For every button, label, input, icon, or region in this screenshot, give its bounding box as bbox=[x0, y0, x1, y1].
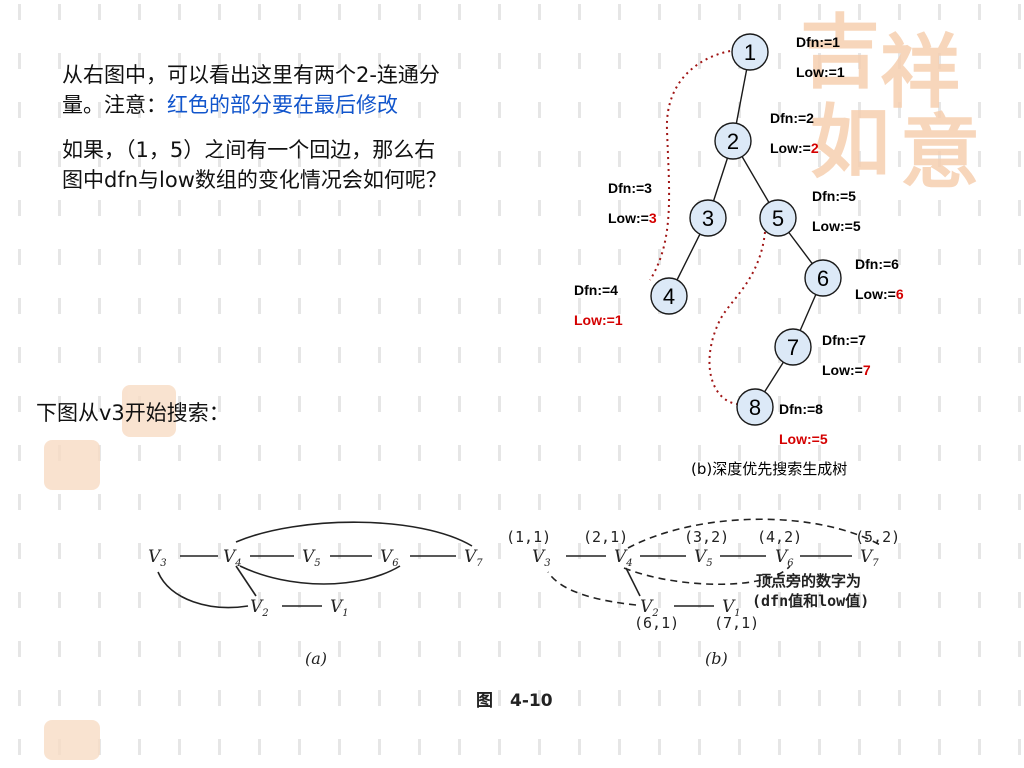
tree-node-number-6: 6 bbox=[817, 266, 829, 291]
note-line-1: 顶点旁的数字为 bbox=[756, 572, 861, 590]
svg-text:意: 意 bbox=[900, 105, 980, 199]
tree-node-5 bbox=[759, 199, 797, 237]
tree-node-number-5: 5 bbox=[772, 206, 784, 231]
dfn-label-5: Dfn:=5 bbox=[812, 188, 856, 204]
figure-a-edges bbox=[157, 521, 473, 609]
watermark-small bbox=[44, 385, 176, 760]
low-label-1: Low:=1 bbox=[796, 64, 845, 80]
tree-node-2 bbox=[714, 122, 752, 160]
pair-v5: (3,2) bbox=[684, 528, 729, 546]
tree-node-1 bbox=[731, 33, 769, 71]
tree-node-8 bbox=[736, 388, 774, 426]
svg-text:如: 如 bbox=[810, 95, 890, 189]
a-node-v6: V6 bbox=[380, 547, 399, 569]
figure-b-back-edges bbox=[547, 518, 883, 606]
svg-text:祥: 祥 bbox=[880, 25, 960, 119]
intro-paragraph-1: 从右图中，可以看出这里有两个2-连通分 量。注意：红色的部分要在最后修改 bbox=[62, 60, 532, 120]
a-node-v5: V5 bbox=[302, 547, 321, 569]
a-node-v2: V2 bbox=[250, 597, 269, 619]
low-label-4: Low:=1 bbox=[574, 312, 623, 328]
b-node-v1: V1 bbox=[722, 597, 741, 619]
tree-node-7 bbox=[774, 328, 812, 366]
para2-line-1: 如果，（1，5）之间有一个回边，那么右 bbox=[62, 138, 436, 162]
back-edges bbox=[649, 49, 766, 405]
pair-v4: (2,1) bbox=[583, 528, 628, 546]
tree-node-number-8: 8 bbox=[749, 395, 761, 420]
a-node-v3: V3 bbox=[148, 547, 167, 569]
figure-a: V3 V4 V5 V6 V7 V2 V1 bbox=[148, 547, 483, 619]
tree-node-4 bbox=[650, 277, 688, 315]
b-node-v6: V6 bbox=[775, 547, 794, 569]
back-edge-4-1 bbox=[649, 49, 737, 281]
figure-b-pairs: (1,1) (2,1) (3,2) (4,2) (5,2) (6,1) (7,1… bbox=[506, 528, 900, 632]
tree-caption: (b)深度优先搜索生成树 bbox=[691, 460, 848, 478]
low-label-3: Low:=3 bbox=[608, 210, 657, 226]
a-node-v7: V7 bbox=[464, 547, 483, 569]
watermark-logo: 吉 祥 如 意 bbox=[800, 5, 980, 199]
a-node-v1: V1 bbox=[330, 597, 349, 619]
pair-v7: (5,2) bbox=[855, 528, 900, 546]
dfn-label-2: Dfn:=2 bbox=[770, 110, 814, 126]
figure-title: 图 4-10 bbox=[476, 691, 553, 711]
dfn-label-6: Dfn:=6 bbox=[855, 256, 899, 272]
b-node-v3: V3 bbox=[532, 547, 551, 569]
tree-nodes: 1 2 3 4 5 6 7 8 bbox=[650, 33, 842, 426]
low-label-8: Low:=5 bbox=[779, 431, 828, 447]
dfn-label-4: Dfn:=4 bbox=[574, 282, 618, 298]
intro-line-2-highlight: 红色的部分要在最后修改 bbox=[167, 93, 398, 117]
intro-line-2: 量。注意： bbox=[62, 93, 167, 117]
pair-v6: (4,2) bbox=[757, 528, 802, 546]
back-edge-8-5 bbox=[708, 231, 766, 405]
figure-a-caption: (a) bbox=[305, 649, 327, 668]
low-label-5: Low:=5 bbox=[812, 218, 861, 234]
low-label-2: Low:=2 bbox=[770, 140, 819, 156]
pair-v2: (6,1) bbox=[634, 614, 679, 632]
figure-b-edges bbox=[566, 555, 852, 607]
intro-paragraph-2: 如果，（1，5）之间有一个回边，那么右 图中dfn与low数组的变化情况会如何呢… bbox=[62, 135, 542, 195]
tree-node-number-3: 3 bbox=[702, 206, 714, 231]
dfn-label-7: Dfn:=7 bbox=[822, 332, 866, 348]
figure-b-note: 顶点旁的数字为 (dfn值和low值) bbox=[752, 572, 869, 610]
tree-node-number-1: 1 bbox=[744, 40, 756, 65]
a-node-v4: V4 bbox=[223, 547, 242, 569]
pair-v3: (1,1) bbox=[506, 528, 551, 546]
b-node-v5: V5 bbox=[694, 547, 713, 569]
dfn-label-8: Dfn:=8 bbox=[779, 401, 823, 417]
b-node-v4: V4 bbox=[614, 547, 633, 569]
tree-node-6 bbox=[804, 259, 842, 297]
b-node-v7: V7 bbox=[860, 547, 879, 569]
svg-text:吉: 吉 bbox=[800, 5, 880, 99]
search-note: 下图从v3开始搜索： bbox=[36, 401, 230, 425]
figure-b-caption: (b) bbox=[705, 649, 728, 668]
b-node-v2: V2 bbox=[640, 597, 659, 619]
tree-node-number-2: 2 bbox=[727, 129, 739, 154]
intro-line-1: 从右图中，可以看出这里有两个2-连通分 bbox=[62, 63, 440, 87]
tree-node-number-7: 7 bbox=[787, 335, 799, 360]
dfn-label-3: Dfn:=3 bbox=[608, 180, 652, 196]
para2-line-2: 图中dfn与low数组的变化情况会如何呢？ bbox=[62, 168, 447, 192]
dfn-label-1: Dfn:=1 bbox=[796, 34, 840, 50]
tree-node-number-4: 4 bbox=[663, 284, 675, 309]
low-label-6: Low:=6 bbox=[855, 286, 904, 302]
tree-node-3 bbox=[689, 199, 727, 237]
low-label-7: Low:=7 bbox=[822, 362, 871, 378]
pair-v1: (7,1) bbox=[714, 614, 759, 632]
note-line-2: (dfn值和low值) bbox=[752, 592, 869, 610]
